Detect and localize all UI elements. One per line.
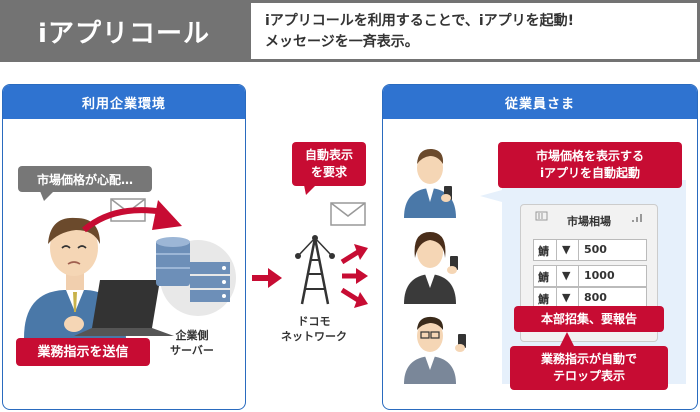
ticker-message: 本部招集、要報告	[514, 306, 664, 332]
header-title: iアプリコール	[0, 0, 248, 62]
auto-box-pointer-icon	[560, 332, 574, 346]
battery-icon	[535, 211, 548, 221]
market-row-name: 鯖	[538, 293, 549, 306]
email-envelope-icon	[330, 202, 366, 226]
market-screen-title: 市場相場	[567, 215, 611, 228]
send-to-server-arrow-icon	[82, 200, 182, 233]
market-row-arrow: ▼	[562, 269, 571, 282]
company-panel-title: 利用企業環境	[3, 85, 245, 119]
market-row-price: 1000	[584, 269, 615, 282]
employees-panel-title: 従業員さま	[383, 85, 697, 119]
employee-man-with-glasses-icon	[404, 316, 466, 384]
market-row-price: 800	[584, 291, 607, 304]
market-row: 鯖 ▼ 1000	[533, 265, 647, 287]
launch-box-line2: iアプリを自動起動	[539, 166, 641, 180]
network-label-line1: ドコモ	[297, 315, 331, 328]
auto-launch-iapp-box: 市場価格を表示する iアプリを自動起動	[498, 142, 682, 188]
server-label-line1: 企業側	[175, 329, 209, 342]
market-row-name: 鯖	[538, 245, 549, 258]
launch-box-line1: 市場価格を表示する	[535, 149, 644, 163]
auto-box-line2: テロップ表示	[552, 369, 625, 383]
request-bubble-tail-icon	[304, 185, 316, 195]
signal-strength-icon	[632, 214, 642, 222]
employee-woman-with-phone-icon	[404, 232, 458, 304]
businessman-at-laptop-icon	[24, 217, 174, 338]
employee-man-with-phone-icon	[404, 148, 456, 218]
docomo-tower-icon	[295, 235, 335, 305]
auto-box-line1: 業務指示が自動で	[540, 352, 637, 366]
request-bubble-line1: 自動表示	[304, 148, 353, 162]
auto-ticker-display-box: 業務指示が自動で テロップ表示	[510, 346, 668, 390]
header-description-line2: メッセージを一斉表示。	[265, 34, 419, 50]
header-description: iアプリコールを利用することで、iアプリを起動! メッセージを一斉表示。	[248, 0, 700, 62]
server-to-network-arrow-icon	[252, 268, 282, 288]
market-row: 鯖 ▼ 500	[533, 239, 647, 261]
broadcast-arrows-icon	[340, 244, 368, 308]
send-instruction-button: 業務指示を送信	[16, 338, 150, 366]
header-description-line1: iアプリコールを利用することで、iアプリを起動!	[265, 13, 575, 29]
market-row-arrow: ▼	[562, 243, 571, 256]
worry-bubble: 市場価格が心配…	[18, 166, 152, 192]
server-label-line2: サーバー	[170, 344, 214, 357]
market-row-price: 500	[584, 243, 607, 256]
market-row-arrow: ▼	[562, 291, 571, 304]
network-label-line2: ネットワーク	[281, 330, 347, 343]
request-bubble-line2: を要求	[310, 165, 347, 179]
market-row-name: 鯖	[538, 271, 549, 284]
company-server-icon	[156, 237, 236, 316]
auto-display-request-bubble: 自動表示 を要求	[292, 142, 366, 186]
worry-bubble-tail-icon	[40, 191, 54, 201]
